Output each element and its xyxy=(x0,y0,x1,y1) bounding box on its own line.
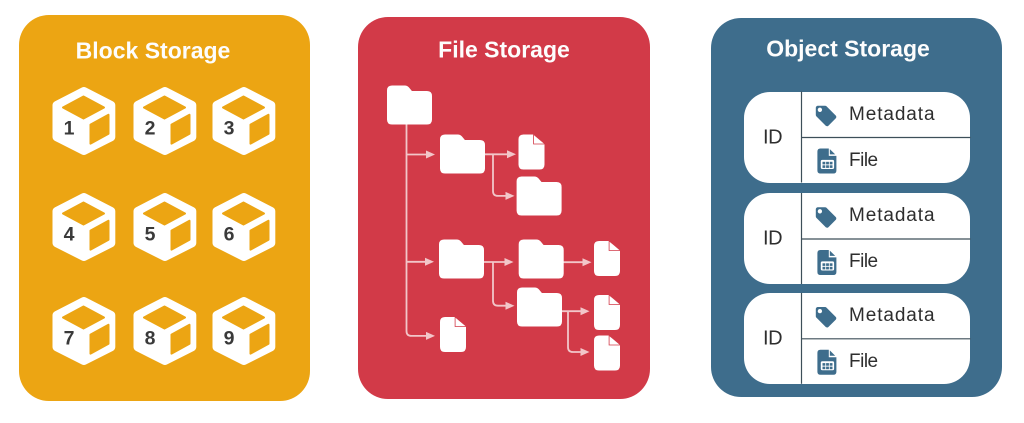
svg-text:8: 8 xyxy=(144,327,155,349)
svg-text:7: 7 xyxy=(63,327,74,349)
svg-text:5: 5 xyxy=(144,223,155,245)
svg-text:4: 4 xyxy=(63,223,74,245)
svg-text:6: 6 xyxy=(223,223,234,245)
svg-text:1: 1 xyxy=(63,117,74,139)
svg-text:2: 2 xyxy=(144,117,155,139)
svg-text:3: 3 xyxy=(223,117,234,139)
svg-text:9: 9 xyxy=(223,327,234,349)
